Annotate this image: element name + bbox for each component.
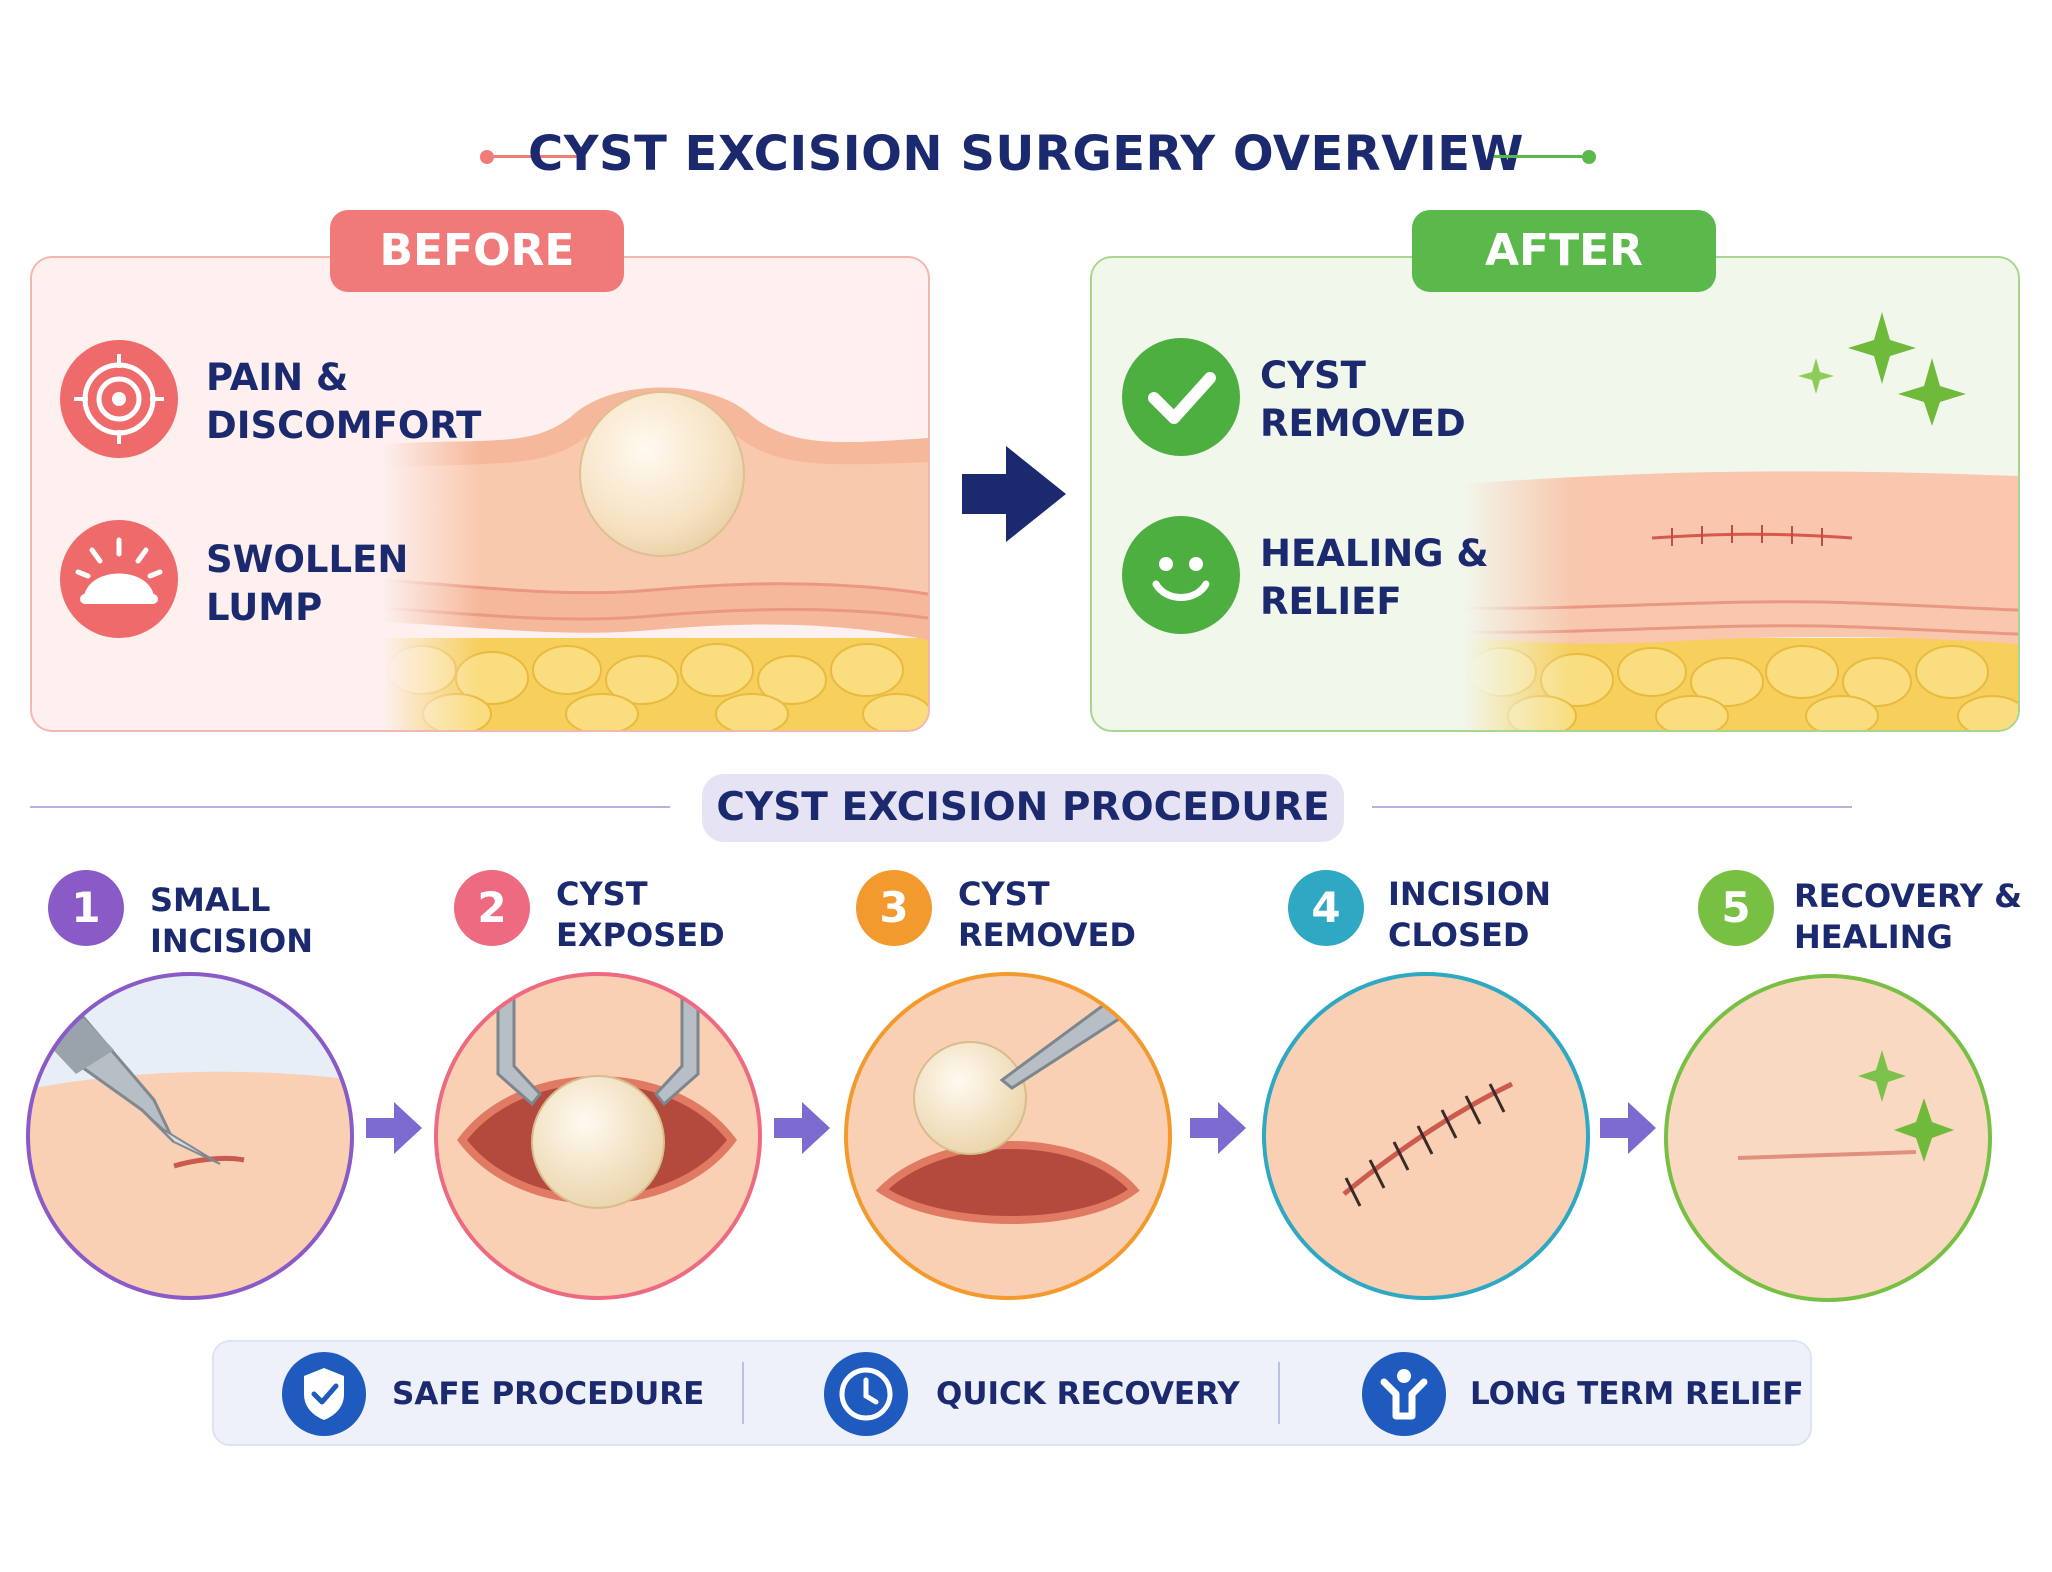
- after-skin-illustration: [1461, 458, 2018, 730]
- after-feature-1-line2: REMOVED: [1260, 402, 1466, 445]
- after-feature-1-line1: CYST: [1260, 354, 1366, 397]
- step-arrow-2-icon: [774, 1102, 830, 1154]
- step-5-line1: RECOVERY &: [1794, 877, 2023, 915]
- sparkle-icon: [1798, 312, 1966, 426]
- shield-check-icon: [282, 1352, 366, 1436]
- checkmark-icon: [1122, 338, 1240, 456]
- clock-icon: [824, 1352, 908, 1436]
- title-right-rule: [1494, 155, 1582, 158]
- before-feature-1-label: PAIN & DISCOMFORT: [206, 354, 481, 450]
- after-feature-2-line2: RELIEF: [1260, 580, 1402, 623]
- step-1-illustration: [26, 972, 354, 1300]
- before-feature-1-line2: DISCOMFORT: [206, 404, 482, 447]
- step-4-line1: INCISION: [1388, 875, 1552, 913]
- step-1-line1: SMALL: [150, 881, 271, 919]
- step-arrow-3-icon: [1190, 1102, 1246, 1154]
- step-5-illustration: [1664, 974, 1992, 1302]
- benefit-2-label: QUICK RECOVERY: [936, 1376, 1240, 1412]
- before-feature-1-line1: PAIN &: [206, 356, 349, 399]
- benefit-separator-2: [1278, 1362, 1280, 1424]
- step-2-line1: CYST: [556, 875, 648, 913]
- step-4-line2: CLOSED: [1388, 916, 1530, 954]
- step-4-label: INCISION CLOSED: [1388, 874, 1551, 956]
- step-1-line2: INCISION: [150, 922, 314, 960]
- step-2-line2: EXPOSED: [556, 916, 725, 954]
- step-arrow-4-icon: [1600, 1102, 1656, 1154]
- step-2-label: CYST EXPOSED: [556, 874, 725, 956]
- step-2-number: 2: [454, 870, 530, 946]
- swollen-lump-icon: [60, 520, 178, 638]
- before-skin-illustration: [381, 387, 928, 730]
- step-1-label: SMALL INCISION: [150, 880, 313, 962]
- step-5-number: 5: [1698, 870, 1774, 946]
- after-panel: CYST REMOVED HEALING & RELIEF: [1090, 256, 2020, 732]
- before-feature-2-line1: SWOLLEN: [206, 538, 409, 581]
- before-panel: PAIN & DISCOMFORT SWOLLEN LUMP: [30, 256, 930, 732]
- procedure-heading: CYST EXCISION PROCEDURE: [702, 774, 1344, 842]
- benefit-3-label: LONG TERM RELIEF: [1470, 1376, 1804, 1412]
- step-4-number: 4: [1288, 870, 1364, 946]
- step-1-number: 1: [48, 870, 124, 946]
- after-badge: AFTER: [1412, 210, 1716, 292]
- benefit-1-label: SAFE PROCEDURE: [392, 1376, 705, 1412]
- arrow-right-icon: [962, 446, 1066, 542]
- title-right-dot: [1582, 150, 1596, 164]
- before-feature-2-label: SWOLLEN LUMP: [206, 536, 408, 632]
- after-feature-2-line1: HEALING &: [1260, 532, 1489, 575]
- before-badge: BEFORE: [330, 210, 624, 292]
- step-3-label: CYST REMOVED: [958, 874, 1136, 956]
- step-3-line2: REMOVED: [958, 916, 1136, 954]
- title-left-dot: [480, 150, 494, 164]
- benefit-separator-1: [742, 1362, 744, 1424]
- smiley-icon: [1122, 516, 1240, 634]
- target-icon: [60, 340, 178, 458]
- after-feature-2-label: HEALING & RELIEF: [1260, 530, 1489, 626]
- step-5-line2: HEALING: [1794, 918, 1953, 956]
- benefits-bar: [212, 1340, 1812, 1446]
- before-feature-2-line2: LUMP: [206, 586, 323, 629]
- step-3-number: 3: [856, 870, 932, 946]
- procedure-left-rule: [30, 806, 670, 808]
- procedure-right-rule: [1372, 806, 1852, 808]
- person-raised-arms-icon: [1362, 1352, 1446, 1436]
- step-3-line1: CYST: [958, 875, 1050, 913]
- page-title: CYST EXCISION SURGERY OVERVIEW: [528, 126, 1524, 182]
- step-2-illustration: [434, 972, 762, 1300]
- step-arrow-1-icon: [366, 1102, 422, 1154]
- step-4-illustration: [1262, 972, 1590, 1300]
- title-left-rule: [494, 155, 580, 158]
- after-feature-1-label: CYST REMOVED: [1260, 352, 1466, 448]
- step-5-label: RECOVERY & HEALING: [1794, 876, 2022, 958]
- step-3-illustration: [844, 972, 1172, 1300]
